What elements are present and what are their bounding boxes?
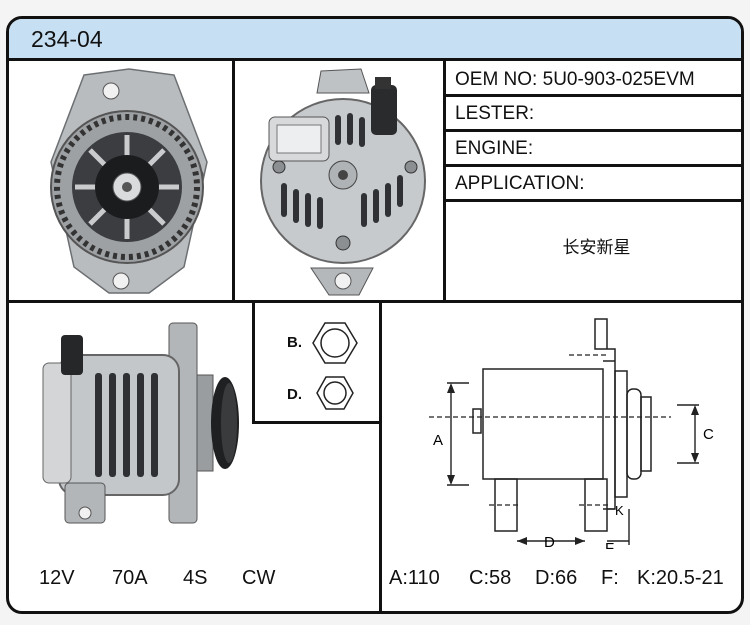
application-label: APPLICATION:	[455, 173, 585, 194]
spec-sheet: 234-04 OEM NO: 5U0-903-025EVM LESTER: EN…	[6, 16, 744, 614]
dimension-drawing: A C D F K	[429, 318, 714, 549]
engine-row: ENGINE:	[446, 132, 741, 166]
dimension-a: A:110	[389, 567, 440, 589]
lester-row: LESTER:	[446, 97, 741, 131]
dimension-d: D:66	[535, 567, 578, 589]
application-row: APPLICATION:	[446, 167, 741, 201]
voltage: 12V	[39, 567, 75, 589]
title-bar: 234-04	[9, 19, 741, 61]
amperage: 70A	[112, 567, 148, 589]
diagram-label-d: D	[544, 534, 555, 549]
row-divider	[9, 300, 741, 303]
col-divider-bottom-1	[252, 302, 255, 423]
alternator-rear-photo	[260, 68, 426, 296]
pulley-label-b: B.	[287, 334, 302, 351]
diagram-label-c: C	[703, 426, 714, 443]
alternator-front-photo	[50, 68, 208, 294]
dimension-k: K:20.5-21	[637, 567, 724, 589]
col-divider-top-1	[232, 61, 235, 302]
oem-row: OEM NO: 5U0-903-025EVM	[446, 63, 741, 97]
lester-label: LESTER:	[455, 103, 535, 124]
oem-label: OEM NO:	[455, 69, 538, 90]
groove-count: 4S	[183, 567, 208, 589]
spec-divider-2	[443, 129, 741, 132]
spec-divider-1	[443, 94, 741, 97]
spec-divider-3	[443, 164, 741, 167]
dimension-f: F:	[601, 567, 619, 589]
col-divider-bottom-2	[379, 302, 382, 611]
diagram-label-a: A	[433, 432, 443, 449]
col-divider-top-2	[443, 61, 446, 302]
alternator-side-photo	[42, 322, 239, 524]
diagram-label-k: K	[615, 503, 624, 518]
rotation: CW	[242, 567, 276, 589]
application-value: 长安新星	[562, 238, 631, 257]
pulley-label-d: D.	[287, 386, 302, 403]
hex-nut-diagrams	[312, 322, 358, 410]
oem-value: 5U0-903-025EVM	[542, 69, 695, 90]
engine-label: ENGINE:	[455, 138, 534, 159]
hex-box-bottom	[252, 421, 382, 424]
dimension-c: C:58	[469, 567, 512, 589]
diagram-label-f: F	[605, 540, 614, 549]
part-number: 234-04	[31, 26, 103, 52]
spec-divider-4	[443, 199, 741, 202]
